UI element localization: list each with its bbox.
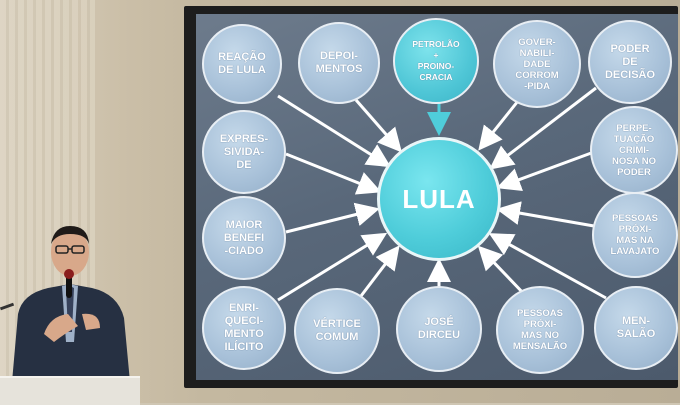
arrow-governabilidade: [478, 95, 524, 151]
arrow-reacao: [277, 94, 392, 168]
bubble-poder-de-decisao: PODER DE DECISÃO: [588, 20, 672, 104]
bubble-governabilidade: GOVER- NABILI- DADE CORROM -PIDA: [493, 20, 581, 108]
bubble-maior-beneficiado: MAIOR BENEFI -CIADO: [202, 196, 286, 280]
arrow-perpetuacao: [496, 150, 595, 192]
arrow-depoimentos: [354, 99, 402, 153]
bubble-label: ENRI- QUECI- MENTO ILÍCITO: [224, 302, 264, 353]
bubble-reacao-de-lula: REAÇÃO DE LULA: [202, 24, 282, 104]
bubble-label: PESSOAS PRÓXI- MAS NO MENSALÃO: [512, 308, 568, 352]
speaker-figure: [12, 226, 130, 382]
arrow-maior: [285, 202, 380, 234]
bubble-vertice-comum: VÉRTICE COMUM: [294, 288, 380, 374]
bubble-label: PERPE- TUAÇÃO CRIMI- NOSA NO PODER: [612, 122, 656, 178]
bubble-expressividade: EXPRES- SIVIDA- DE: [202, 110, 286, 194]
bubble-label: MAIOR BENEFI -CIADO: [223, 218, 265, 257]
arrow-mensalao: [488, 233, 607, 300]
bubble-mensalao: MEN- SALÃO: [594, 286, 678, 370]
arrows-layer: [277, 86, 607, 302]
bubble-label: DEPOI- MENTOS: [315, 50, 363, 75]
bubble-perpetuacao: PERPE- TUAÇÃO CRIMI- NOSA NO PODER: [590, 106, 678, 194]
bubble-label: VÉRTICE COMUM: [313, 318, 361, 343]
bubble-pessoas-mensalao: PESSOAS PRÓXI- MAS NO MENSALÃO: [496, 286, 584, 374]
bubble-label: MEN- SALÃO: [616, 315, 656, 340]
center-bubble-lula: LULA: [377, 137, 501, 261]
podium: [0, 376, 140, 405]
bubble-label: PETROLÃO + PROINO- CRACIA: [412, 39, 460, 82]
bubble-pessoas-lavajato: PESSOAS PRÓXI- MAS NA LAVAJATO: [592, 192, 678, 278]
bubble-label: PESSOAS PRÓXI- MAS NA LAVAJATO: [610, 213, 660, 257]
arrow-poder: [489, 86, 597, 170]
bubble-enriquecimento: ENRI- QUECI- MENTO ILÍCITO: [202, 286, 286, 370]
bubble-jose-dirceu: JOSÉ DIRCEU: [396, 286, 482, 372]
arrow-lavajato: [496, 201, 595, 228]
bubble-label: PODER DE DECISÃO: [604, 42, 656, 81]
center-label: LULA: [402, 183, 476, 214]
arrow-expressividade: [285, 152, 382, 195]
projection-screen: LULA REAÇÃO DE LULA DEPOI- MENTOS PETROL…: [196, 14, 678, 380]
bubble-label: GOVER- NABILI- DADE CORROM -PIDA: [515, 36, 559, 92]
bubble-label: JOSÉ DIRCEU: [417, 316, 461, 341]
arrow-vertice: [359, 245, 400, 297]
bubble-label: REAÇÃO DE LULA: [218, 51, 266, 76]
arrow-mensalao-pessoas: [477, 245, 528, 298]
bubble-depoimentos: DEPOI- MENTOS: [298, 22, 380, 104]
arrow-enriquecimento: [277, 232, 388, 302]
bubble-label: EXPRES- SIVIDA- DE: [219, 132, 269, 171]
bubble-petrolao: PETROLÃO + PROINO- CRACIA: [393, 18, 479, 104]
